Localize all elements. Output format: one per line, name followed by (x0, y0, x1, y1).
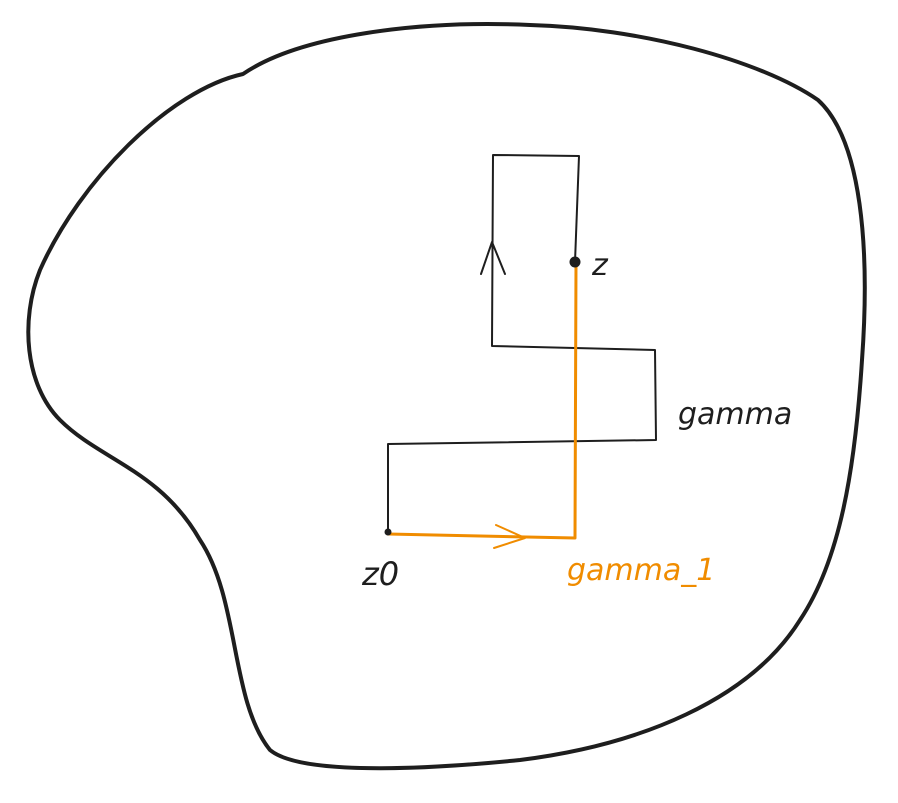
label-gamma-1: gamma_1 (567, 553, 715, 588)
label-gamma: gamma (678, 397, 792, 432)
label-z0: z0 (361, 555, 399, 593)
gamma-arrowhead (480, 241, 506, 275)
region-boundary (26, 22, 867, 771)
point-z (569, 256, 581, 268)
point-z0 (384, 528, 392, 536)
label-z: z (591, 248, 609, 283)
gamma-1-path (386, 260, 578, 540)
gamma-path (387, 154, 657, 533)
gamma-1-arrowhead (493, 524, 526, 549)
